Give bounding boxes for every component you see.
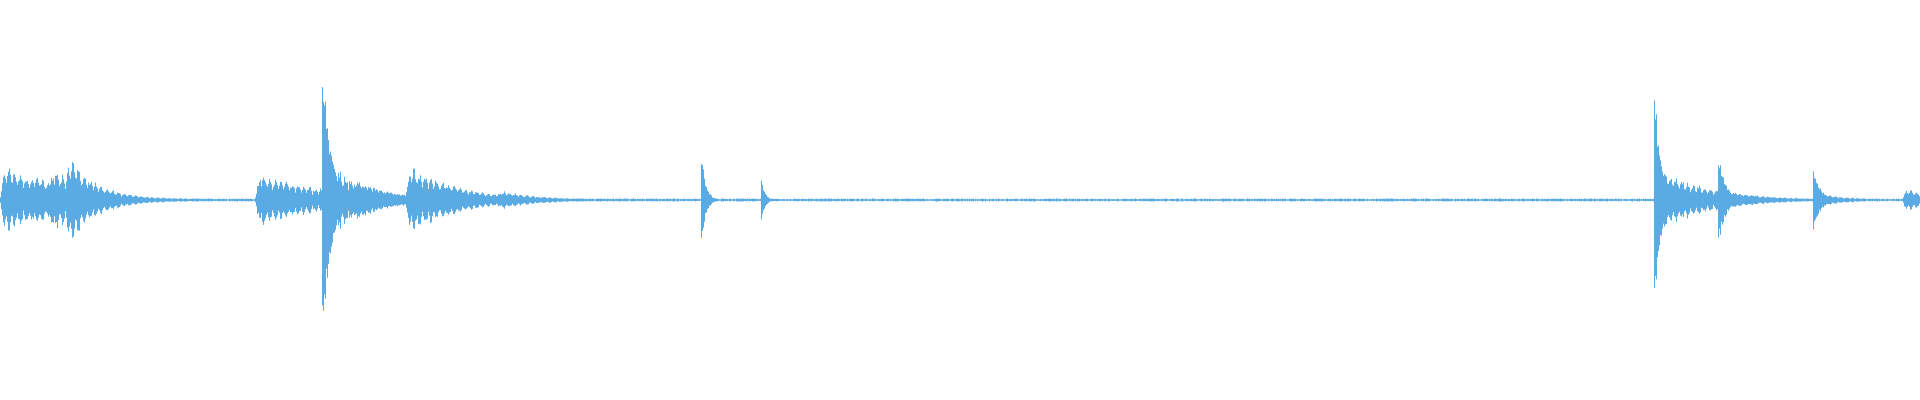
waveform-trace (0, 87, 1920, 311)
